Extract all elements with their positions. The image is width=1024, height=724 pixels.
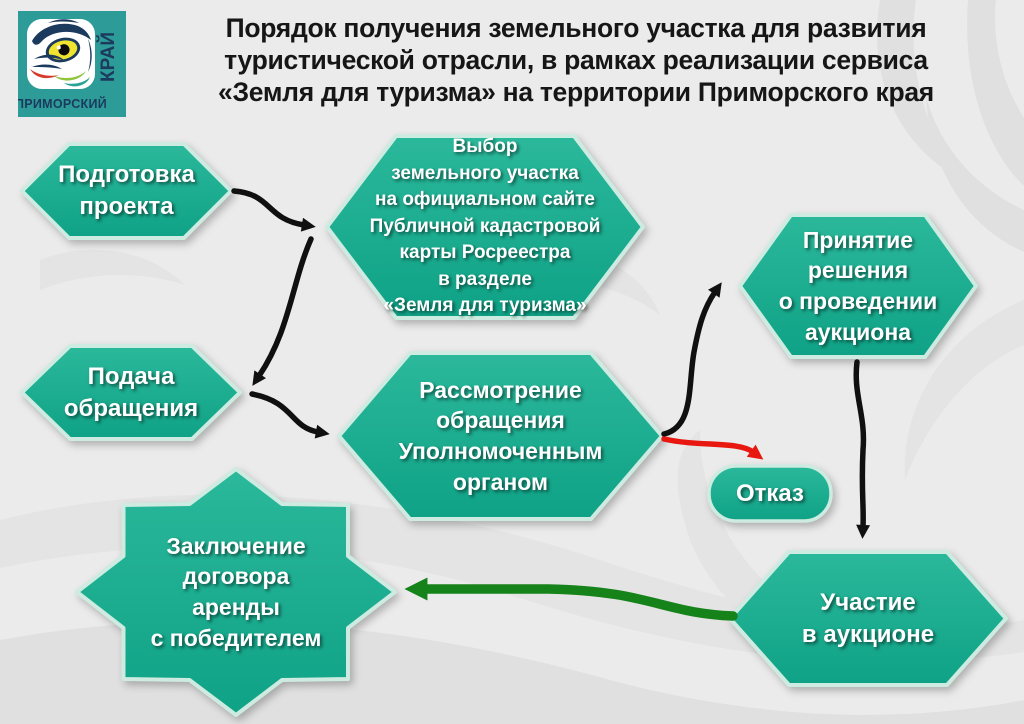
logo-krai-text: КРАЙ [97,32,119,82]
watermark-stripe [904,300,1024,480]
hexagon-shape [738,213,978,359]
hexagon-shape [325,134,645,320]
node-auction-participation: Участие в аукционе [728,550,1008,687]
star-shape [75,467,397,717]
node-refusal: Отказ [707,464,833,523]
hexagon-shape [728,550,1008,687]
node-select-land: Выбор земельного участка на официальном … [325,134,645,320]
hexagon-shape [20,142,233,240]
page-title: Порядок получения земельного участка для… [218,13,934,107]
hexagon-shape [20,344,242,441]
node-sign-contract: Заключение договора аренды с победителем [75,467,397,717]
watermark-stripe [40,249,185,290]
node-auction-decision: Принятие решения о проведении аукциона [738,213,978,359]
primorsky-krai-logo: ПРИМОРСКИЙ КРАЙ [15,11,126,117]
watermark-stripe [967,0,1024,186]
node-submit-application: Подача обращения [20,344,242,441]
watermark-stripe [877,0,958,178]
node-prepare-project: Подготовка проекта [20,142,233,240]
logo-region-text: ПРИМОРСКИЙ [18,96,107,111]
rounded-rect-shape [707,464,833,523]
watermark-stripe [926,96,1024,252]
tiger-eye-icon [30,19,92,87]
